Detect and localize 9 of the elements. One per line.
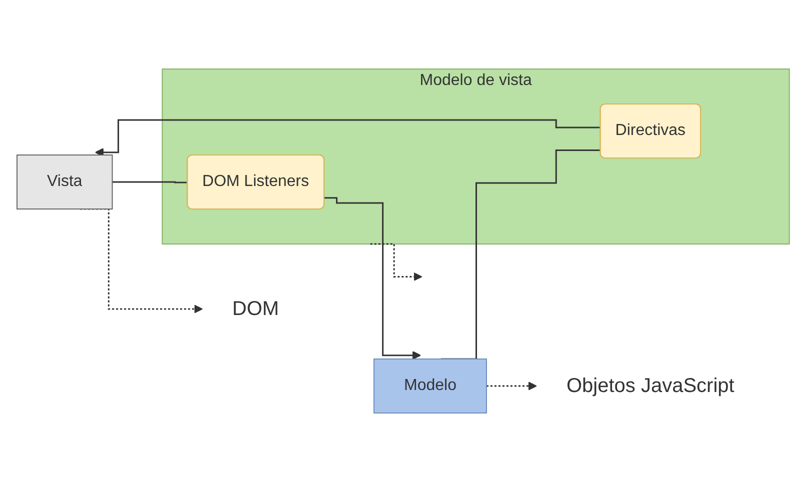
connector: [112, 181, 188, 184]
arrow: [324, 197, 421, 360]
node-text: Objetos JavaScript: [566, 375, 734, 397]
arrow: [486, 382, 537, 390]
arrow: [94, 119, 601, 157]
node-text: DOM: [232, 298, 279, 320]
node-box: Vista: [16, 154, 113, 210]
arrow: [370, 243, 422, 282]
node-box: Modelo: [373, 358, 487, 414]
